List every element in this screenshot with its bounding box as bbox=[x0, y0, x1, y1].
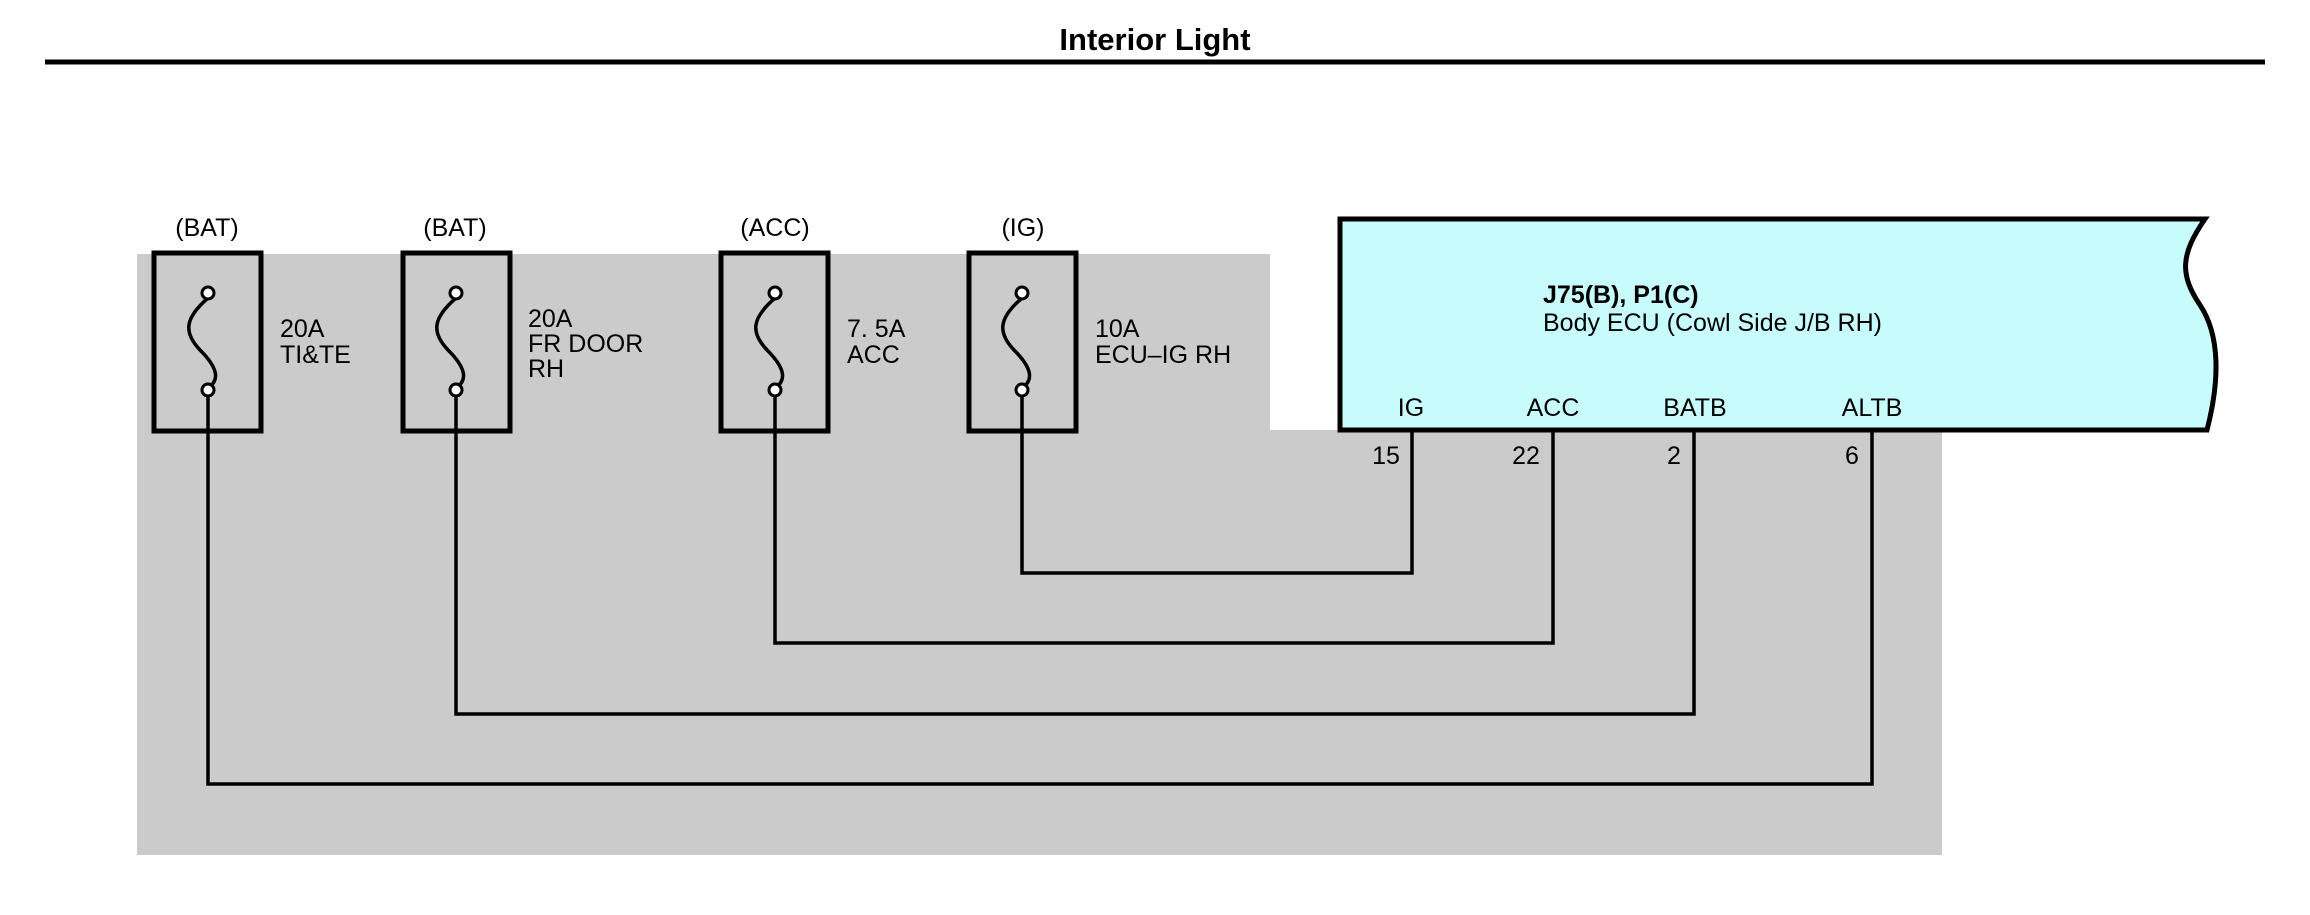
ecu-pin-number-6: 6 bbox=[1845, 442, 1859, 470]
fuse-terminal-top bbox=[200, 285, 216, 301]
fuse-rating: 10A bbox=[1095, 315, 1140, 343]
fuse-terminal-top bbox=[1014, 285, 1030, 301]
fuse-terminal-bottom bbox=[200, 382, 216, 398]
wire-acc-to-acc bbox=[773, 396, 1555, 645]
fuse-name: ECU–IG RH bbox=[1095, 341, 1231, 369]
diagram-title: Interior Light bbox=[1059, 22, 1250, 57]
fuse-source-label: (BAT) bbox=[175, 214, 238, 242]
ecu-connectors: J75(B), P1(C) bbox=[1543, 281, 1699, 309]
wire-fr-door-to-batb bbox=[454, 396, 1696, 716]
fuse-ti-te: (BAT) 20A TI&TE bbox=[151, 214, 351, 434]
ecu-pin-label-ig: IG bbox=[1398, 394, 1424, 422]
fuse-name-line2: RH bbox=[528, 355, 564, 383]
fuse-terminal-bottom bbox=[767, 382, 783, 398]
wire-ti-te-to-altb bbox=[206, 396, 1874, 786]
wire-ecu-ig-rh-to-ig bbox=[1020, 396, 1414, 575]
ecu-pin-label-acc: ACC bbox=[1527, 394, 1580, 422]
fuse-rating: 20A bbox=[280, 315, 325, 343]
fuse-name: TI&TE bbox=[280, 341, 351, 369]
fuse-icon bbox=[187, 296, 218, 390]
fuse-name: ACC bbox=[847, 341, 900, 369]
fuse-icon bbox=[754, 296, 785, 390]
fuse-terminal-bottom bbox=[1014, 382, 1030, 398]
ecu-pin-number-15: 15 bbox=[1372, 442, 1400, 470]
fuse-source-label: (BAT) bbox=[423, 214, 486, 242]
fuse-terminal-top bbox=[448, 285, 464, 301]
shaded-region bbox=[137, 254, 1942, 855]
fuse-icon bbox=[1001, 296, 1032, 390]
ecu-pin-label-altb: ALTB bbox=[1842, 394, 1903, 422]
fuse-terminal-bottom bbox=[448, 382, 464, 398]
fuse-source-label: (IG) bbox=[1001, 214, 1044, 242]
fuse-rating: 20A bbox=[528, 305, 573, 333]
fuse-rating: 7. 5A bbox=[847, 315, 906, 343]
ecu-name: Body ECU (Cowl Side J/B RH) bbox=[1543, 309, 1882, 337]
ecu-pin-number-2: 2 bbox=[1667, 442, 1681, 470]
fuse-name: FR DOOR bbox=[528, 330, 643, 358]
fuse-source-label: (ACC) bbox=[740, 214, 809, 242]
ecu-pin-number-22: 22 bbox=[1512, 442, 1540, 470]
ecu-pin-label-batb: BATB bbox=[1663, 394, 1726, 422]
fuse-terminal-top bbox=[767, 285, 783, 301]
ecu-block bbox=[1337, 216, 2219, 433]
fuse-icon bbox=[435, 296, 466, 390]
